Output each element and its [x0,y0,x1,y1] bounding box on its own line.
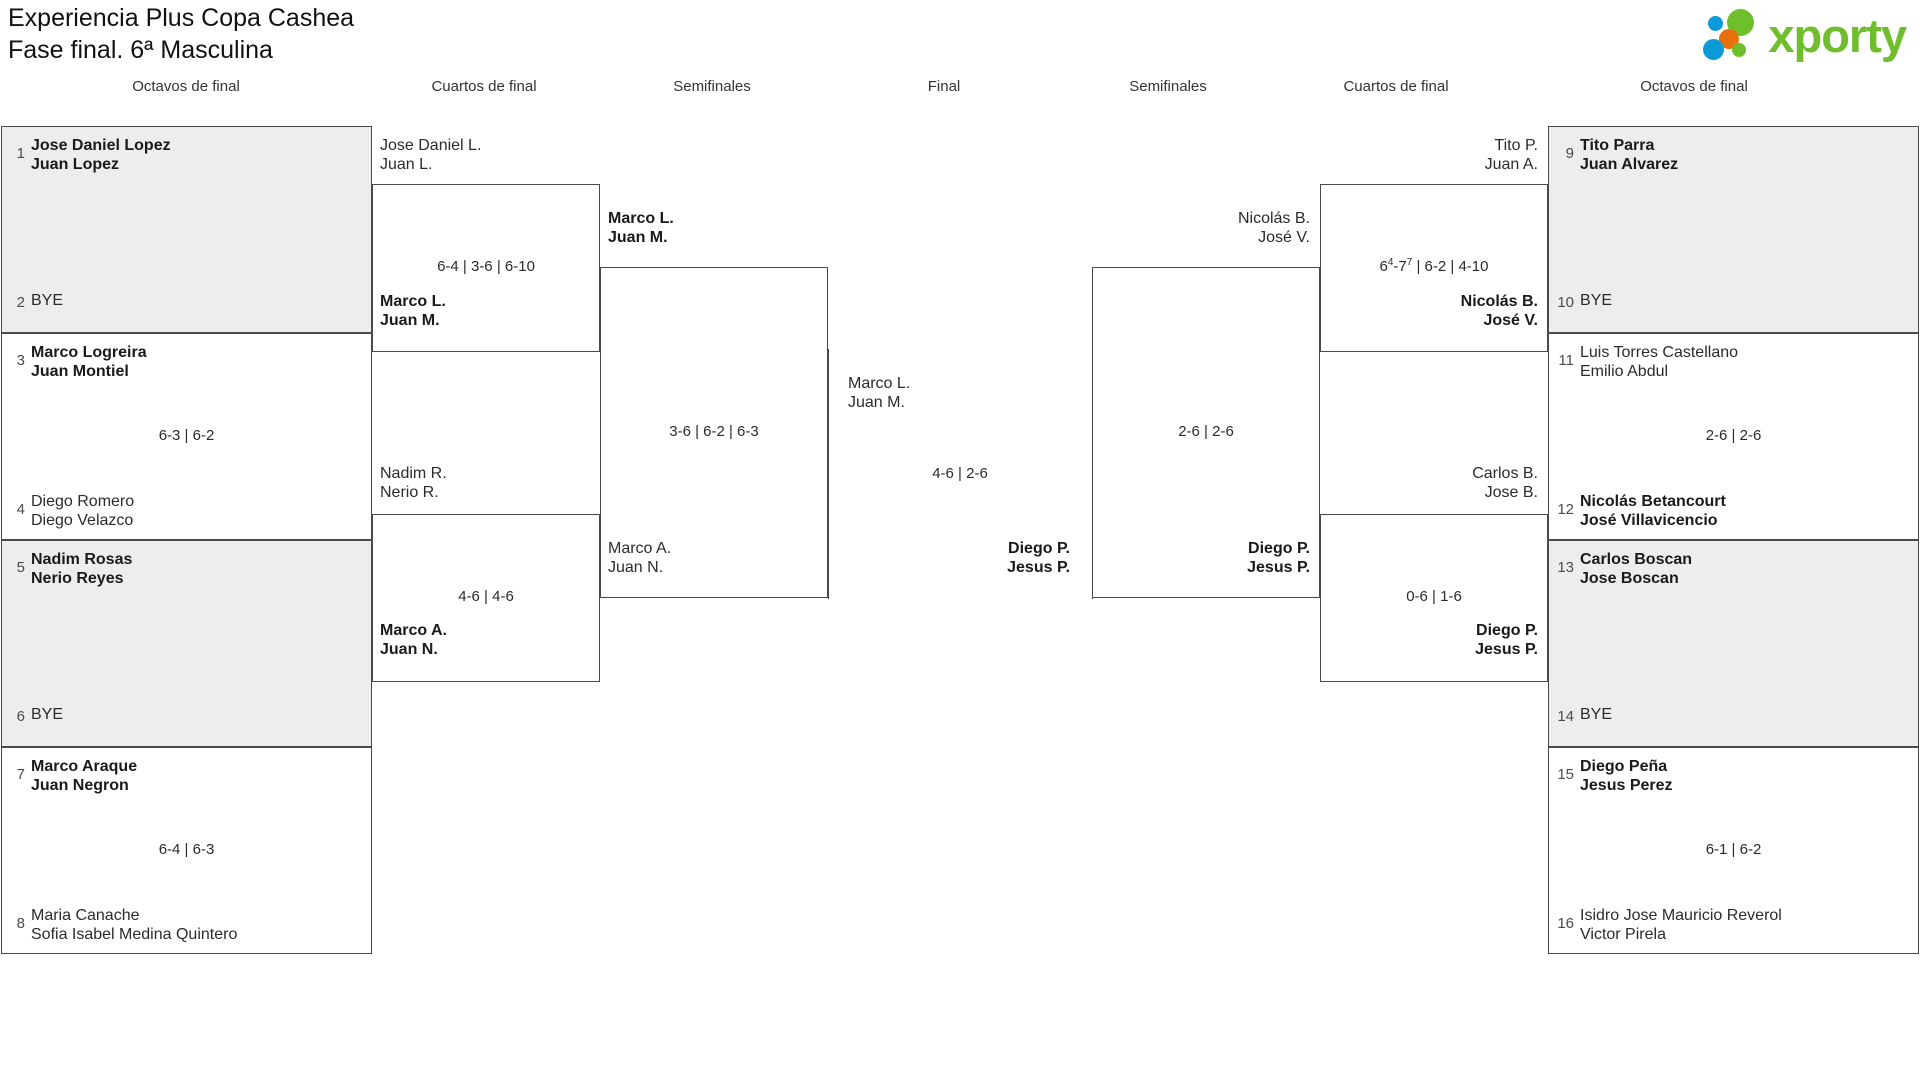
cuartos-match-box[interactable] [372,514,600,682]
octavos-match-box[interactable] [1,333,372,540]
seed-number: 10 [1557,294,1574,311]
seed-number: 15 [1557,766,1574,783]
octavos-score: 2-6 | 2-6 [1705,426,1762,444]
team-names: BYE [1580,706,1613,723]
octavos-match-box[interactable] [1548,333,1919,540]
cuartos-team: Nicolás B.José V. [1460,293,1538,329]
seed-number: 13 [1557,559,1574,576]
octavos-match-box[interactable] [1548,540,1919,747]
octavos-match-box[interactable] [1,126,372,333]
octavos-score: 6-1 | 6-2 [1705,840,1762,858]
seed-number: 9 [1565,145,1574,162]
team-names: BYE [1580,292,1613,309]
round-header-3: Final [927,78,961,95]
octavos-score: 6-4 | 6-3 [158,840,215,858]
round-header-5: Cuartos de final [1343,78,1449,95]
final-team-bottom: Diego P.Jesus P. [1007,540,1070,576]
octavos-score: 6-3 | 6-2 [158,426,215,444]
octavos-match-box[interactable] [1548,126,1919,333]
cuartos-score: 0-6 | 1-6 [1406,588,1462,605]
logo-wordmark: xporty [1768,8,1907,62]
semis-score: 3-6 | 6-2 | 6-3 [669,422,759,440]
octavos-match-box[interactable] [1,540,372,747]
seed-number: 5 [16,559,25,576]
final-right-line [1092,349,1093,599]
cuartos-team: Diego P.Jesus P. [1475,622,1538,658]
seed-number: 7 [16,766,25,783]
final-team-top: Marco L.Juan M. [848,375,911,411]
semis-team: Nicolás B.José V. [1237,210,1310,246]
cuartos-team: Jose Daniel L.Juan L. [380,137,482,173]
xporty-logo[interactable]: xporty [1702,6,1907,64]
seed-number: 8 [16,915,25,932]
seed-number: 2 [16,294,25,311]
final-score: 4-6 | 2-6 [932,465,988,482]
seed-number: 16 [1557,915,1574,932]
round-header-2: Semifinales [673,78,751,95]
cuartos-match-box[interactable] [372,184,600,352]
semis-team: Marco L.Juan M. [608,210,674,246]
semis-match-box[interactable] [1092,267,1320,598]
page-header: Experiencia Plus Copa Cashea Fase final.… [0,0,1920,75]
seed-number: 4 [16,501,25,518]
tournament-subtitle: Fase final. 6ª Masculina [8,36,273,64]
tournament-title: Experiencia Plus Copa Cashea [8,4,355,32]
team-names: BYE [31,706,64,723]
cuartos-team: Marco L.Juan M. [380,293,446,329]
semis-match-box[interactable] [600,267,828,598]
seed-number: 14 [1557,708,1574,725]
seed-number: 1 [16,145,25,162]
seed-number: 3 [16,352,25,369]
semis-team: Marco A.Juan N. [608,540,672,576]
cuartos-team: Carlos B.Jose B. [1472,465,1538,501]
seed-number: 6 [16,708,25,725]
round-header-4: Semifinales [1129,78,1207,95]
round-header-1: Cuartos de final [431,78,537,95]
octavos-match-box[interactable] [1548,747,1919,954]
team-names: BYE [31,292,64,309]
octavos-match-box[interactable] [1,747,372,954]
semis-team: Diego P.Jesus P. [1247,540,1310,576]
cuartos-match-box[interactable] [1320,514,1548,682]
cuartos-match-box[interactable] [1320,184,1548,352]
cuartos-score: 4-6 | 4-6 [458,588,514,605]
semis-score: 2-6 | 2-6 [1178,422,1234,440]
round-header-0: Octavos de final [132,78,240,95]
cuartos-score: 6-4 | 3-6 | 6-10 [437,258,535,275]
logo-dots-icon [1702,8,1770,62]
title-block: Experiencia Plus Copa Cashea Fase final.… [8,2,354,66]
final-left-line [828,349,829,599]
cuartos-team: Marco A.Juan N. [380,622,447,658]
round-header-6: Octavos de final [1640,78,1748,95]
cuartos-score: 64-77 | 6-2 | 4-10 [1379,257,1489,276]
cuartos-team: Nadim R.Nerio R. [380,465,447,501]
seed-number: 12 [1557,501,1574,518]
seed-number: 11 [1558,352,1574,369]
cuartos-team: Tito P.Juan A. [1484,137,1538,173]
